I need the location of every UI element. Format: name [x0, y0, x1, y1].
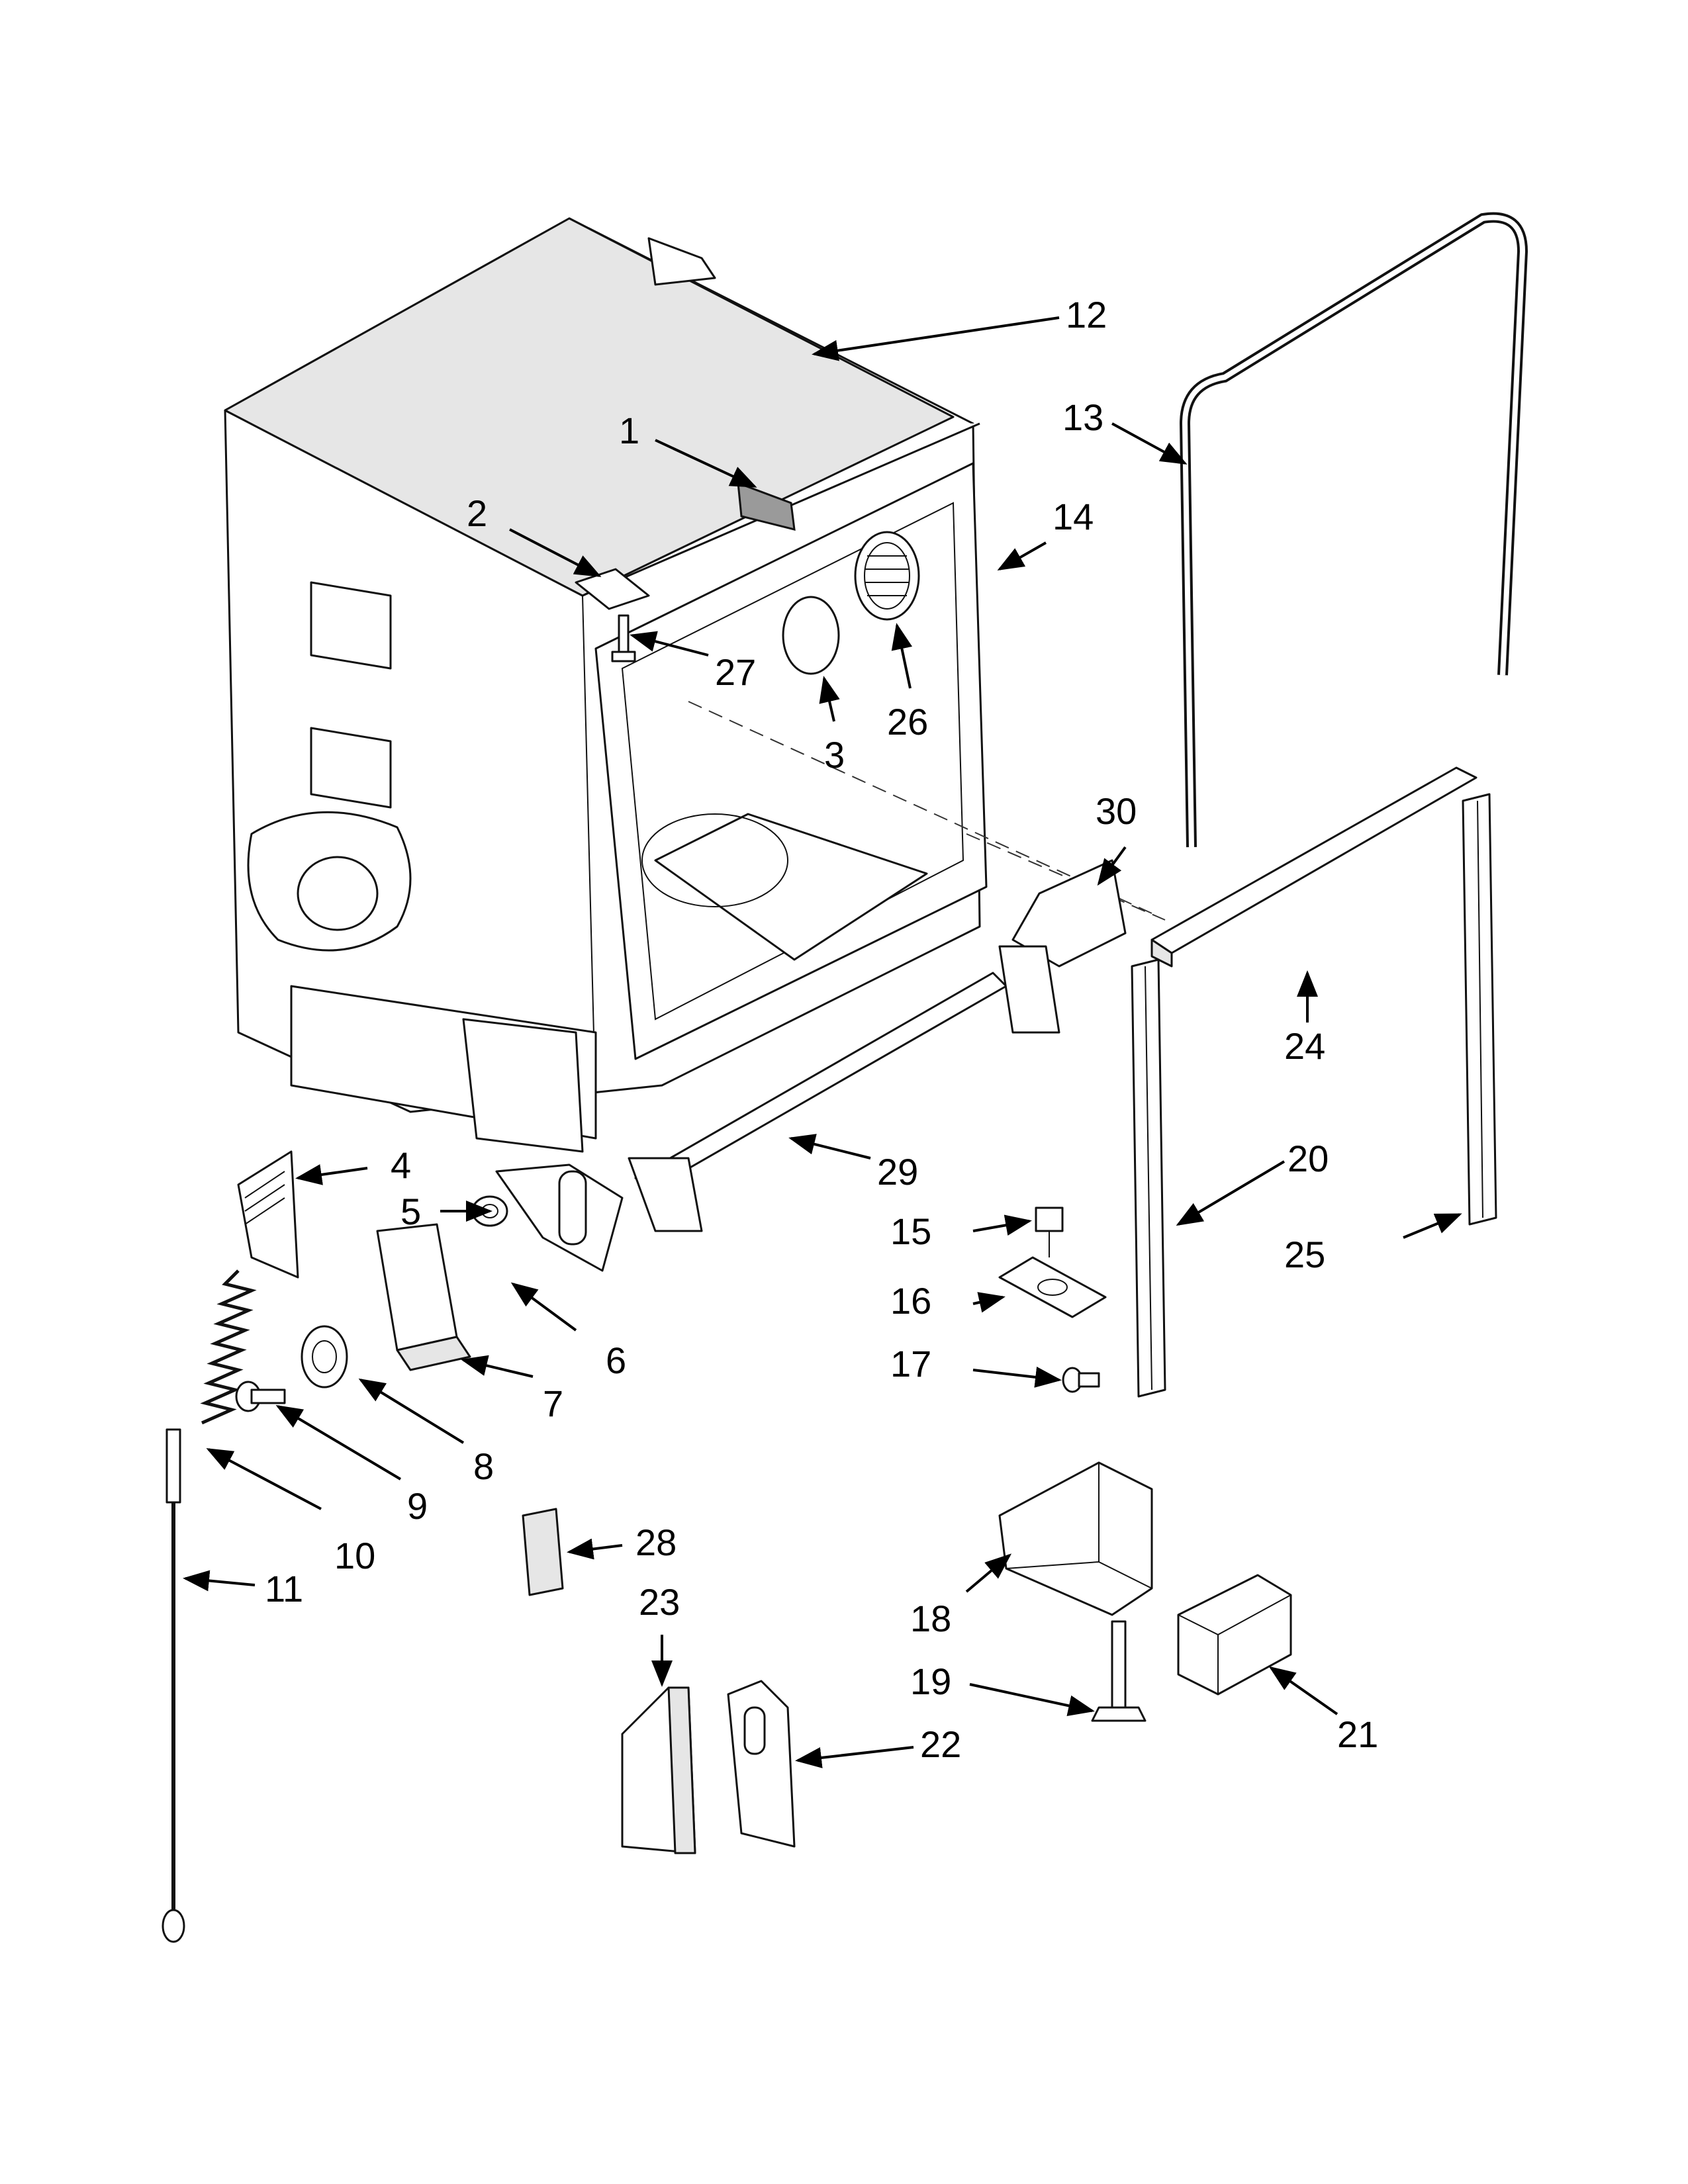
part-24-rail-face: [1150, 938, 1173, 968]
callout-9: 9: [407, 1485, 428, 1527]
part-19-screw: [1091, 1620, 1147, 1722]
callout-19: 19: [910, 1661, 951, 1702]
callout-27: 27: [715, 651, 756, 693]
callout-5: 5: [400, 1191, 421, 1232]
part-23-strip: [667, 1686, 696, 1854]
part-22-slot: [743, 1706, 766, 1755]
part-28-clip: [522, 1508, 564, 1596]
callout-25: 25: [1284, 1234, 1325, 1275]
part-21-cover: [1177, 1574, 1292, 1696]
callout-10: 10: [334, 1535, 375, 1576]
part-15-foot: [1035, 1206, 1064, 1257]
callout-7: 7: [543, 1383, 563, 1424]
callout-1: 1: [619, 410, 639, 451]
callout-24: 24: [1284, 1025, 1325, 1067]
part-5-slot: [558, 1170, 587, 1246]
callout-21: 21: [1337, 1713, 1378, 1755]
callout-2: 2: [467, 492, 487, 534]
callout-22: 22: [920, 1723, 961, 1765]
part-13-gasket: [1179, 212, 1528, 848]
callout-18: 18: [910, 1598, 951, 1639]
callout-4: 4: [391, 1144, 411, 1186]
part-29-end-left: [628, 1157, 703, 1232]
part-8-wheel: [301, 1325, 348, 1388]
callout-8: 8: [473, 1445, 494, 1487]
part-27-screw: [611, 614, 636, 662]
part-10-spring: [200, 1269, 257, 1425]
callout-14: 14: [1053, 496, 1094, 537]
callout-12: 12: [1066, 294, 1107, 336]
callout-29: 29: [877, 1151, 918, 1193]
callout-6: 6: [606, 1340, 626, 1381]
part-29-end-right: [998, 945, 1060, 1034]
part-26-vent: [854, 531, 920, 621]
part-22-bracket: [727, 1680, 796, 1848]
callout-17: 17: [890, 1343, 931, 1385]
callout-15: 15: [890, 1210, 931, 1252]
part-7-plate: [376, 1223, 458, 1351]
callout-11: 11: [265, 1568, 303, 1610]
callout-3: 3: [824, 734, 845, 776]
leader-lines: [183, 316, 1462, 1768]
part-16-plate: [998, 1256, 1107, 1318]
part-4-bracket: [237, 1150, 299, 1279]
callout-26: 26: [887, 701, 928, 743]
part-9-pin: [235, 1381, 286, 1412]
part-24-rail: [1150, 766, 1477, 954]
callout-20: 20: [1288, 1138, 1329, 1179]
callout-28: 28: [635, 1522, 677, 1563]
tub-assembly: [224, 217, 1166, 1153]
callout-labels: 12 1 2 13 14 27 3 26 30 24 20 25 29 4 5 …: [265, 294, 1378, 1765]
callout-13: 13: [1062, 396, 1103, 438]
part-1-clip: [737, 481, 796, 531]
part-2-bracket: [575, 568, 650, 610]
callout-16: 16: [890, 1280, 931, 1322]
callout-30: 30: [1096, 790, 1137, 832]
part-18-bracket: [998, 1461, 1153, 1616]
part-17-screw: [1062, 1367, 1100, 1393]
part-3-ring: [782, 596, 840, 675]
callout-23: 23: [639, 1581, 680, 1623]
part-11-cable: [162, 1428, 185, 1943]
